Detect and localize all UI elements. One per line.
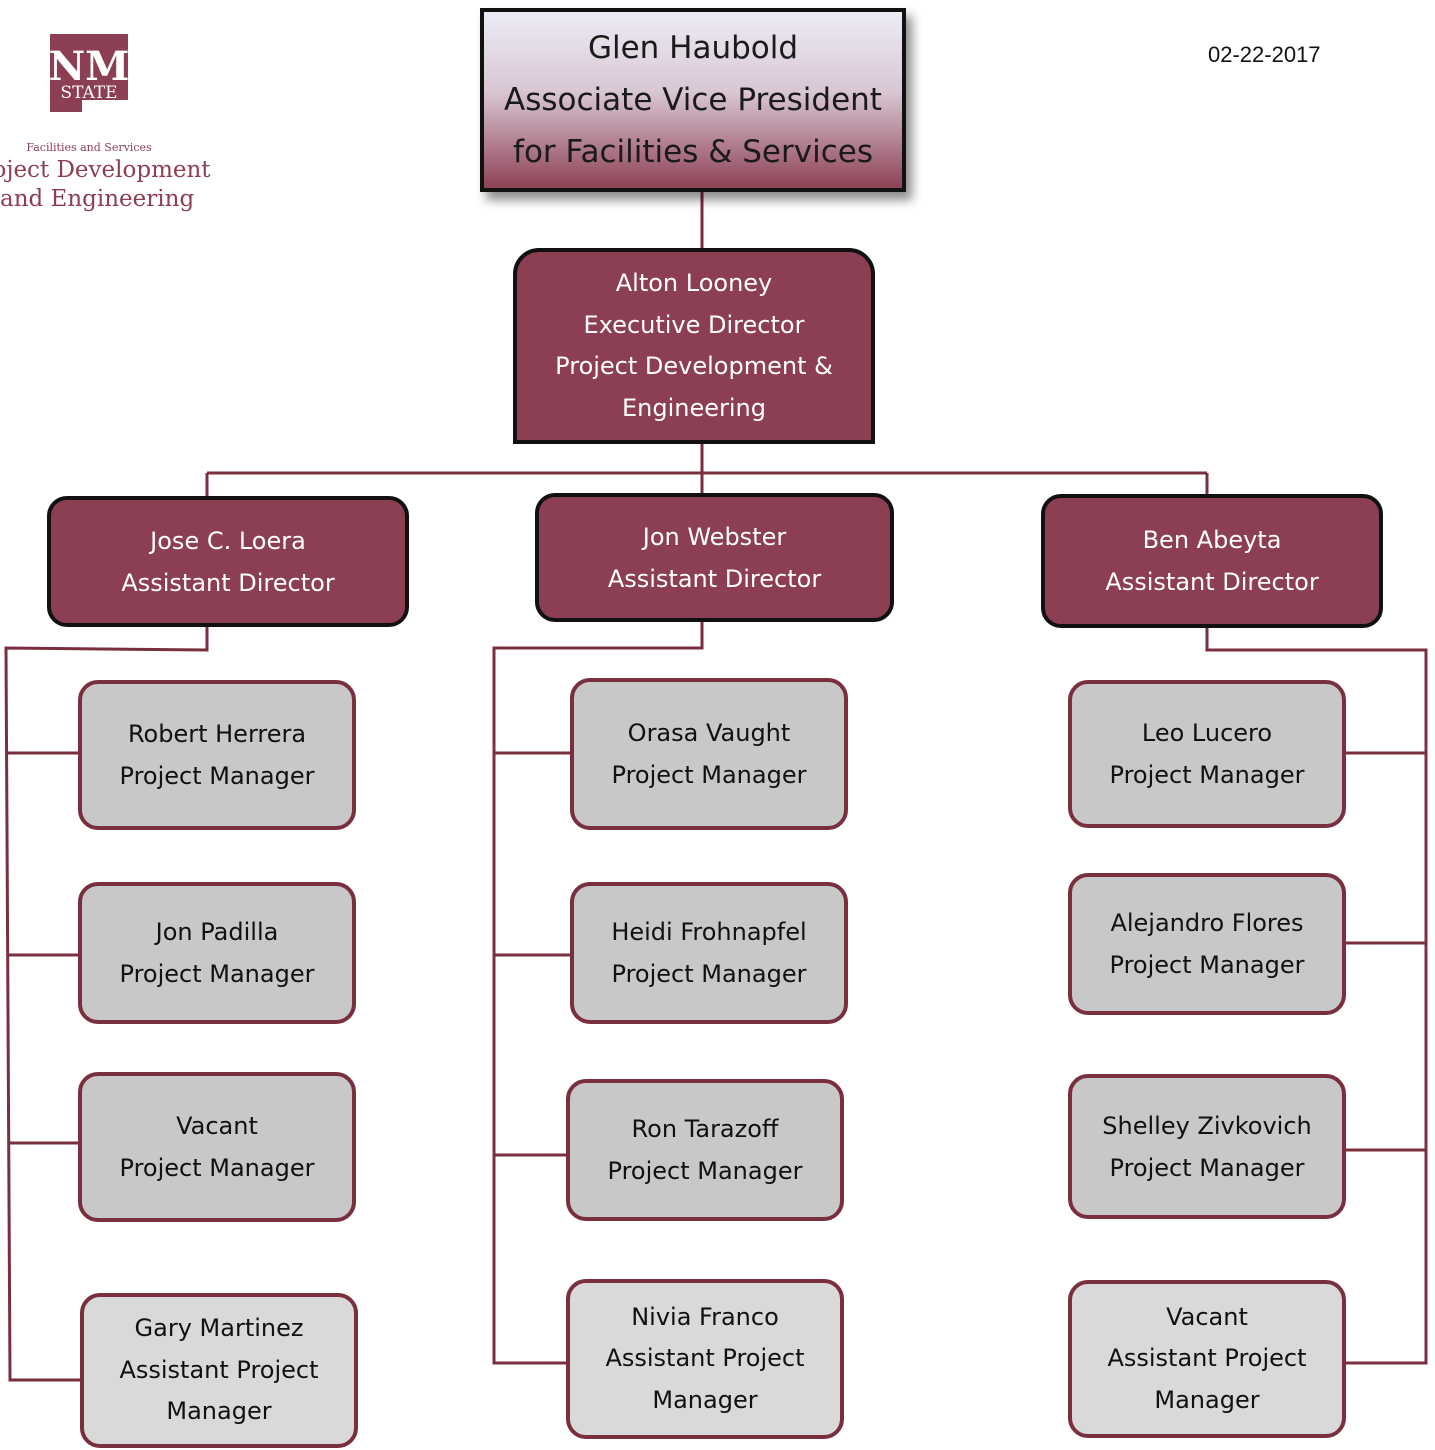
org-node-avp: Glen Haubold Associate Vice President fo… [480,8,906,192]
node-title: Assistant Project [119,1355,319,1384]
node-name: Leo Lucero [1141,719,1273,747]
node-title: Project Development & [555,352,833,380]
node-name: Alejandro Flores [1110,909,1304,937]
new-mexico-state-logo-mark: NM STATE [49,34,130,112]
node-name: Ron Tarazoff [631,1115,779,1143]
node-title: Engineering [622,393,766,422]
org-node-c2-3: Ron Tarazoff Project Manager [566,1079,844,1221]
logo-department: Project Development and Engineering [0,156,215,214]
org-node-executive-director: Alton Looney Executive Director Project … [513,248,875,444]
org-node-c2-2: Heidi Frohnapfel Project Manager [570,882,848,1024]
node-title: for Facilities & Services [513,134,873,170]
node-name: Ben Abeyta [1142,526,1282,554]
node-title: Project Manager [1109,761,1305,789]
logo-line1: Project Development [0,157,211,183]
connector-ad1-spine [4,626,209,1382]
node-name: Glen Haubold [587,30,799,66]
org-node-c2-4: Nivia Franco Assistant Project Manager [566,1279,844,1439]
org-node-c2-1: Orasa Vaught Project Manager [570,678,848,830]
node-name: Alton Looney [615,269,773,297]
node-title: Manager [166,1397,272,1426]
node-title: Manager [652,1385,758,1414]
node-name: Vacant [176,1112,258,1140]
logo-subtitle: Facilities and Services [26,141,152,154]
org-node-c1-4: Gary Martinez Assistant Project Manager [80,1293,358,1448]
node-title: Assistant Director [607,564,822,593]
logo-wordmark-state: STATE [60,83,117,103]
node-title: Project Manager [607,1157,803,1185]
logo-wordmark-nm: NM [49,43,130,90]
node-name: Gary Martinez [134,1314,304,1343]
node-title: Project Manager [119,1154,315,1182]
org-node-c3-2: Alejandro Flores Project Manager [1068,873,1346,1015]
node-title: Project Manager [119,762,315,790]
chart-date: 02-22-2017 [1208,42,1321,67]
org-node-assistant-director-1: Jose C. Loera Assistant Director [47,496,409,627]
node-title: Manager [1154,1385,1260,1414]
node-title: Assistant Project [1107,1344,1307,1373]
org-node-c1-1: Robert Herrera Project Manager [78,680,356,830]
connector-ad3-spine [1205,626,1428,1365]
node-name: Heidi Frohnapfel [611,918,807,946]
node-name: Jose C. Loera [150,526,306,555]
nmsu-logo: NM STATE Facilities and Services Project… [0,20,215,220]
org-node-c3-4: Vacant Assistant Project Manager [1068,1280,1346,1438]
logo-line2: and Engineering [0,186,195,212]
org-node-c1-2: Jon Padilla Project Manager [78,882,356,1024]
node-title: Project Manager [611,960,807,988]
node-title: Project Manager [1109,951,1305,979]
node-title: Associate Vice President [504,82,882,118]
node-name: Jon Webster [642,522,787,551]
connector-ad2-spine [492,620,704,1365]
node-name: Shelley Zivkovich [1102,1111,1312,1140]
org-node-c3-3: Shelley Zivkovich Project Manager [1068,1074,1346,1219]
org-node-c1-3: Vacant Project Manager [78,1072,356,1222]
node-title: Project Manager [119,960,315,988]
node-name: Vacant [1166,1302,1248,1331]
node-title: Project Manager [1109,1153,1305,1182]
node-name: Robert Herrera [127,720,307,748]
node-title: Assistant Project [605,1344,805,1373]
node-name: Jon Padilla [155,918,279,946]
node-name: Orasa Vaught [627,719,791,747]
node-title: Executive Director [583,310,805,339]
org-node-assistant-director-2: Jon Webster Assistant Director [535,493,894,622]
org-node-assistant-director-3: Ben Abeyta Assistant Director [1041,494,1383,628]
node-title: Assistant Director [1105,568,1319,596]
node-title: Assistant Director [121,568,335,597]
node-title: Project Manager [611,761,807,789]
org-node-c3-1: Leo Lucero Project Manager [1068,680,1346,828]
node-name: Nivia Franco [631,1302,779,1331]
